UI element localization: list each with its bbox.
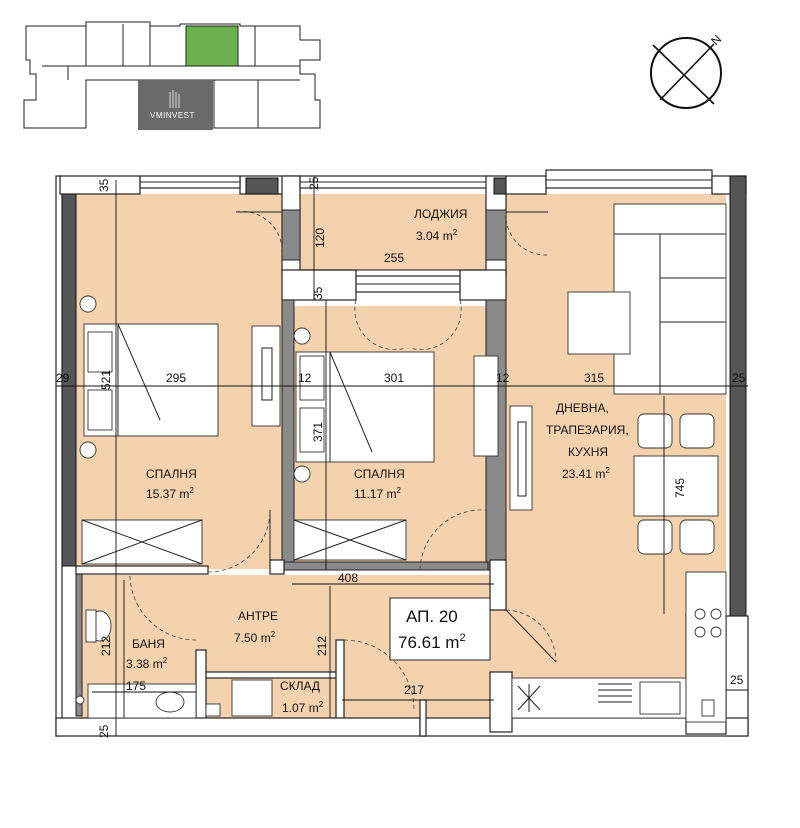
dim-521: 521 — [99, 370, 113, 390]
dim-25-right: 25 — [732, 371, 746, 385]
compass-icon: N — [650, 32, 724, 109]
living-area: 23.41 m2 — [562, 466, 610, 481]
bedroom1-area: 15.37 m2 — [146, 486, 194, 501]
loggia-area: 3.04 m2 — [416, 228, 458, 243]
dim-295: 295 — [166, 371, 186, 385]
desk-icon — [473, 355, 499, 457]
dim-25-bottom-left: 25 — [97, 724, 111, 738]
room-labels: ЛОДЖИЯ 3.04 m2 СПАЛНЯ 15.37 m2 СПАЛНЯ 11… — [126, 207, 629, 715]
dim-301: 301 — [384, 371, 404, 385]
dim-315: 315 — [584, 371, 604, 385]
dim-12-b: 12 — [496, 371, 510, 385]
living-name-line1: ДНЕВНА, — [556, 401, 609, 415]
compass-north-label: N — [708, 32, 724, 48]
bath-name: БАНЯ — [132, 637, 165, 651]
dimension-lines — [56, 176, 748, 736]
dim-175: 175 — [126, 679, 146, 693]
dim-35-left: 35 — [97, 178, 111, 192]
highlighted-unit — [185, 25, 239, 67]
dim-255: 255 — [384, 251, 404, 265]
apartment-number: АП. 20 — [406, 607, 458, 626]
dim-29: 29 — [56, 371, 70, 385]
coffee-table-icon — [567, 291, 631, 355]
storage-area: 1.07 m2 — [282, 700, 324, 715]
dim-35-mid: 35 — [311, 286, 325, 300]
dim-120: 120 — [313, 228, 327, 248]
dim-408: 408 — [338, 571, 358, 585]
dim-745: 745 — [673, 478, 687, 498]
living-name-line2: ТРАПЕЗАРИЯ, — [546, 423, 629, 437]
hood-icon — [517, 684, 541, 712]
apartment-title-box: АП. 20 76.61 m2 — [389, 597, 491, 661]
apartment-total-area: 76.61 m2 — [398, 632, 466, 652]
dim-212-a: 212 — [315, 636, 329, 656]
loggia-name: ЛОДЖИЯ — [414, 207, 467, 221]
desk-icon — [251, 325, 281, 427]
bedroom2-name: СПАЛНЯ — [354, 467, 405, 481]
dining-table-icon — [633, 455, 719, 517]
dim-12-a: 12 — [298, 371, 312, 385]
logo-text: VMINVEST — [150, 111, 195, 120]
bath-area: 3.38 m2 — [126, 656, 168, 671]
dim-217: 217 — [404, 683, 424, 697]
storage-name: СКЛАД — [280, 679, 320, 693]
dim-25-bottom-right: 25 — [730, 673, 744, 687]
dim-371: 371 — [311, 422, 325, 442]
hall-name: АНТРЕ — [238, 609, 278, 623]
sink-icon — [598, 683, 632, 703]
furniture — [75, 203, 727, 723]
dimension-labels: 35 25 120 255 35 29 521 295 12 301 12 31… — [56, 176, 746, 738]
bedroom2-area: 11.17 m2 — [354, 486, 401, 501]
sofa-icon — [613, 203, 727, 395]
hall-area: 7.50 m2 — [234, 630, 276, 645]
boiler-icon — [231, 679, 273, 717]
dim-212-b: 212 — [99, 636, 113, 656]
logo-mark — [169, 90, 180, 108]
bedroom1-name: СПАЛНЯ — [146, 467, 197, 481]
key-plan: VMINVEST — [23, 21, 321, 130]
living-name-line3: КУХНЯ — [568, 445, 608, 459]
dim-25-top: 25 — [307, 176, 321, 190]
doors — [129, 211, 557, 711]
